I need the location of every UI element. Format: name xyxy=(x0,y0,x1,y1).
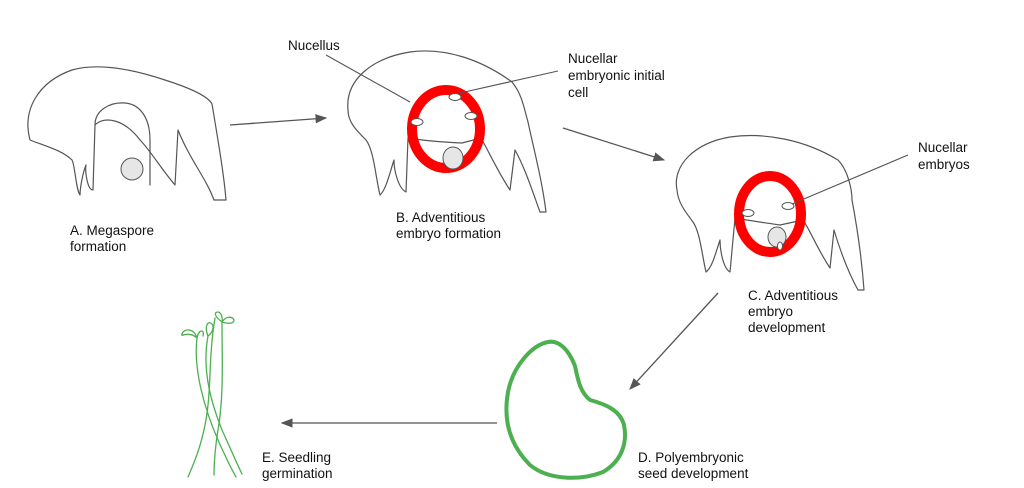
pointer-nucellar-embryos xyxy=(791,154,909,205)
pointer-nucellus xyxy=(325,54,411,103)
stage-b-ovule xyxy=(347,50,547,213)
seedling-stem-1 xyxy=(195,337,237,478)
seedling-cotyledon-1 xyxy=(181,329,205,339)
megaspore-cell xyxy=(120,157,144,181)
callout-nucellus: Nucellus xyxy=(288,38,340,53)
label-stage-d: D. Polyembryonic seed development xyxy=(638,450,749,481)
embryo-sac-cell-b xyxy=(442,146,464,170)
ovule-outline-b xyxy=(347,50,547,213)
label-stage-c: C. Adventitious embryo development xyxy=(748,288,842,335)
initial-cell-3 xyxy=(410,118,424,126)
seedlings xyxy=(181,311,243,478)
nucellar-embryo-2 xyxy=(741,209,755,217)
nucellus-ring-c xyxy=(734,171,806,257)
polyembryonic-seed xyxy=(504,339,627,480)
callout-nucellar-embryos: Nucellar embryos xyxy=(918,140,971,172)
stage-a-ovule xyxy=(27,66,227,201)
initial-cell-2 xyxy=(464,112,478,120)
nucellar-embryo-1 xyxy=(781,202,795,210)
stage-c-ovule xyxy=(675,134,865,291)
ovule-outline-c xyxy=(675,134,865,291)
seedling-stem-2 xyxy=(205,335,243,475)
label-stage-b: B. Adventitious embryo formation xyxy=(396,210,501,241)
seedling-cotyledon-3 xyxy=(214,311,235,324)
nucellus-ring-b xyxy=(407,85,485,173)
arrow-c-to-d xyxy=(629,292,719,390)
arrow-a-to-b xyxy=(229,114,328,126)
seedling-stem-4 xyxy=(187,317,216,478)
pointer-initial-cell xyxy=(459,70,559,94)
embryo-sac-a xyxy=(94,102,151,186)
callout-initial-cell: Nucellar embryonic initial cell xyxy=(568,51,669,100)
ovule-outline-a xyxy=(27,66,227,201)
initial-cell-1 xyxy=(448,93,462,101)
nucellar-embryo-3 xyxy=(777,241,783,251)
seedling-cotyledon-2 xyxy=(205,322,214,337)
label-stage-a: A. Megaspore formation xyxy=(70,223,158,254)
embryo-sac-cell-c xyxy=(767,226,787,248)
label-stage-e: E. Seedling germination xyxy=(262,450,335,481)
seedling-stem-3 xyxy=(213,321,223,476)
arrow-b-to-c xyxy=(562,127,666,162)
